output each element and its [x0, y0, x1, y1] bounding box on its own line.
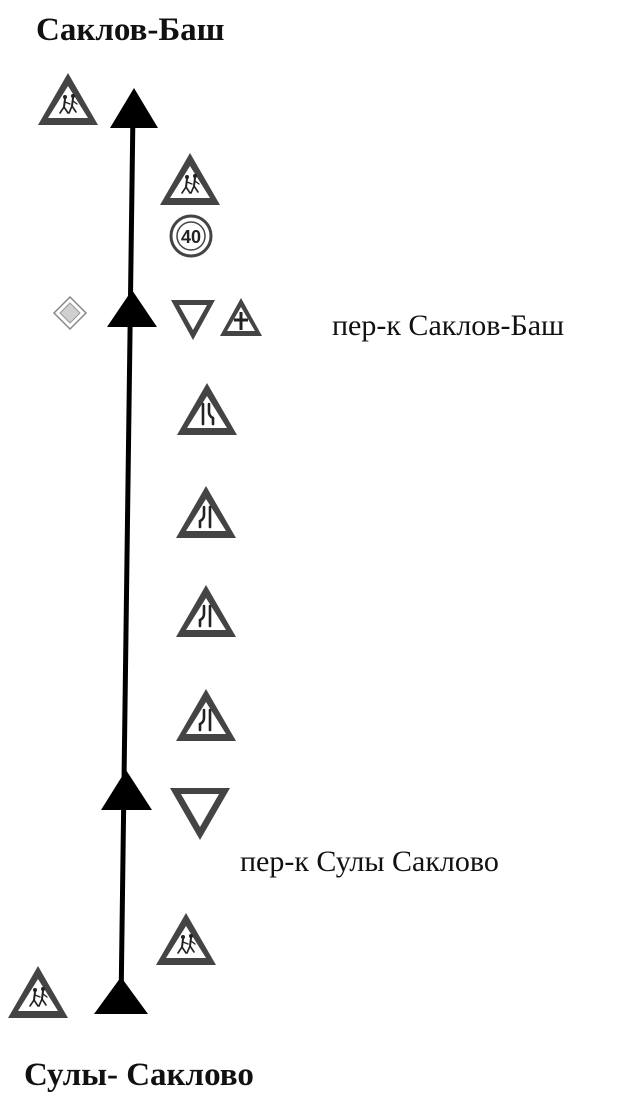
give-way-icon — [170, 788, 230, 840]
road-narrows-right-icon — [177, 383, 237, 435]
children-warning-icon — [156, 913, 216, 965]
give-way-icon — [171, 300, 215, 340]
priority-road-icon — [52, 295, 88, 331]
junction-label-saklov-bash: пер-к Саклов-Баш — [332, 309, 565, 342]
road-line — [118, 109, 136, 1006]
children-warning-icon — [38, 73, 98, 125]
road-narrows-left-icon — [176, 585, 236, 637]
destination-town-label: Саклов-Баш — [36, 12, 225, 48]
direction-arrow-lower — [101, 770, 152, 810]
junction-label-suly-saklovo: пер-к Сулы Саклово — [240, 845, 499, 878]
children-warning-icon — [8, 966, 68, 1018]
intersection-warning-icon — [220, 298, 262, 336]
road-narrows-left-icon — [176, 486, 236, 538]
direction-arrow-top — [110, 88, 158, 128]
children-warning-icon — [160, 153, 220, 205]
speed-limit-icon — [169, 214, 213, 258]
origin-town-label: Сулы- Саклово — [24, 1057, 254, 1093]
direction-arrow-junction — [107, 290, 157, 327]
road-narrows-left-icon — [176, 689, 236, 741]
direction-arrow-bottom — [94, 977, 148, 1014]
speed-limit-value: 40 — [181, 227, 201, 247]
